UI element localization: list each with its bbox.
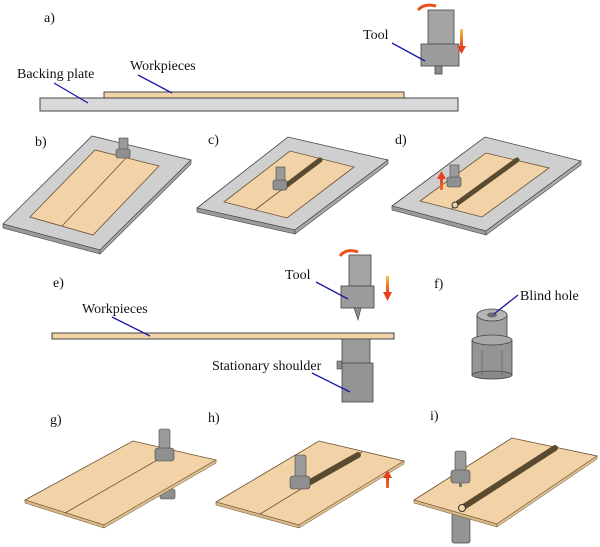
down-arrow-icon — [457, 29, 466, 54]
weld-seam — [459, 445, 558, 511]
up-arrow-icon — [437, 171, 446, 190]
panel-a: a) Tool Workpieces Backing plate — [17, 3, 466, 112]
weld-seam — [452, 157, 520, 208]
down-arrow-icon — [383, 276, 392, 301]
panel-b: b) — [2, 135, 192, 255]
leader-line — [53, 82, 89, 104]
label-backing-plate: Backing plate — [17, 67, 94, 82]
exit-hole — [451, 201, 459, 209]
label-workpieces: Workpieces — [130, 59, 196, 74]
leader-line — [315, 281, 349, 300]
panel-label-i: i) — [430, 409, 439, 424]
tool — [450, 450, 471, 487]
leader-line — [111, 316, 151, 337]
weld-seam — [302, 452, 361, 488]
weld-seam — [280, 157, 323, 191]
joint-line — [64, 450, 174, 514]
panel-h: h) — [208, 411, 406, 529]
workpiece — [23, 440, 218, 526]
rotation-arrow-icon — [416, 3, 437, 12]
panel-label-h: h) — [208, 411, 220, 426]
panel-i: i) — [383, 409, 599, 544]
panel-label-c: c) — [208, 133, 219, 148]
panel-label-a: a) — [44, 11, 55, 26]
exit-hole — [458, 504, 466, 512]
workpiece — [103, 91, 405, 99]
workpiece — [29, 149, 160, 236]
panel-label-b: b) — [35, 135, 47, 150]
tool — [154, 428, 175, 462]
label-tool: Tool — [285, 268, 311, 283]
workpiece — [51, 332, 395, 340]
stationary-shoulder — [336, 338, 374, 403]
up-arrow-icon — [383, 470, 392, 488]
label-workpieces: Workpieces — [82, 302, 148, 317]
tool — [115, 137, 131, 159]
leader-line — [137, 74, 173, 94]
panel-d: d) — [391, 133, 582, 236]
leader-line — [493, 294, 519, 315]
panel-label-g: g) — [50, 413, 62, 428]
leader-line — [311, 372, 351, 393]
backing-plate — [39, 97, 459, 112]
tool — [340, 254, 375, 322]
tool — [446, 164, 462, 188]
panel-label-e: e) — [53, 276, 64, 291]
label-tool: Tool — [363, 28, 389, 43]
stationary-shoulder-part — [471, 308, 513, 380]
tool — [272, 166, 288, 191]
tool — [420, 9, 460, 75]
leader-line — [391, 42, 426, 62]
joint-line — [61, 157, 127, 227]
label-stationary-shoulder: Stationary shoulder — [212, 359, 322, 374]
rotation-arrow-icon — [338, 249, 359, 257]
panel-label-d: d) — [395, 133, 407, 148]
label-blind-hole: Blind hole — [520, 289, 579, 304]
panel-c: c) — [196, 133, 389, 235]
panel-f: f) Blind hole — [434, 277, 579, 380]
panel-g: g) — [23, 413, 218, 529]
tool — [289, 454, 311, 490]
panel-label-f: f) — [434, 277, 444, 292]
panel-e: e) Tool Workpieces Stationary shoulder — [51, 249, 395, 403]
